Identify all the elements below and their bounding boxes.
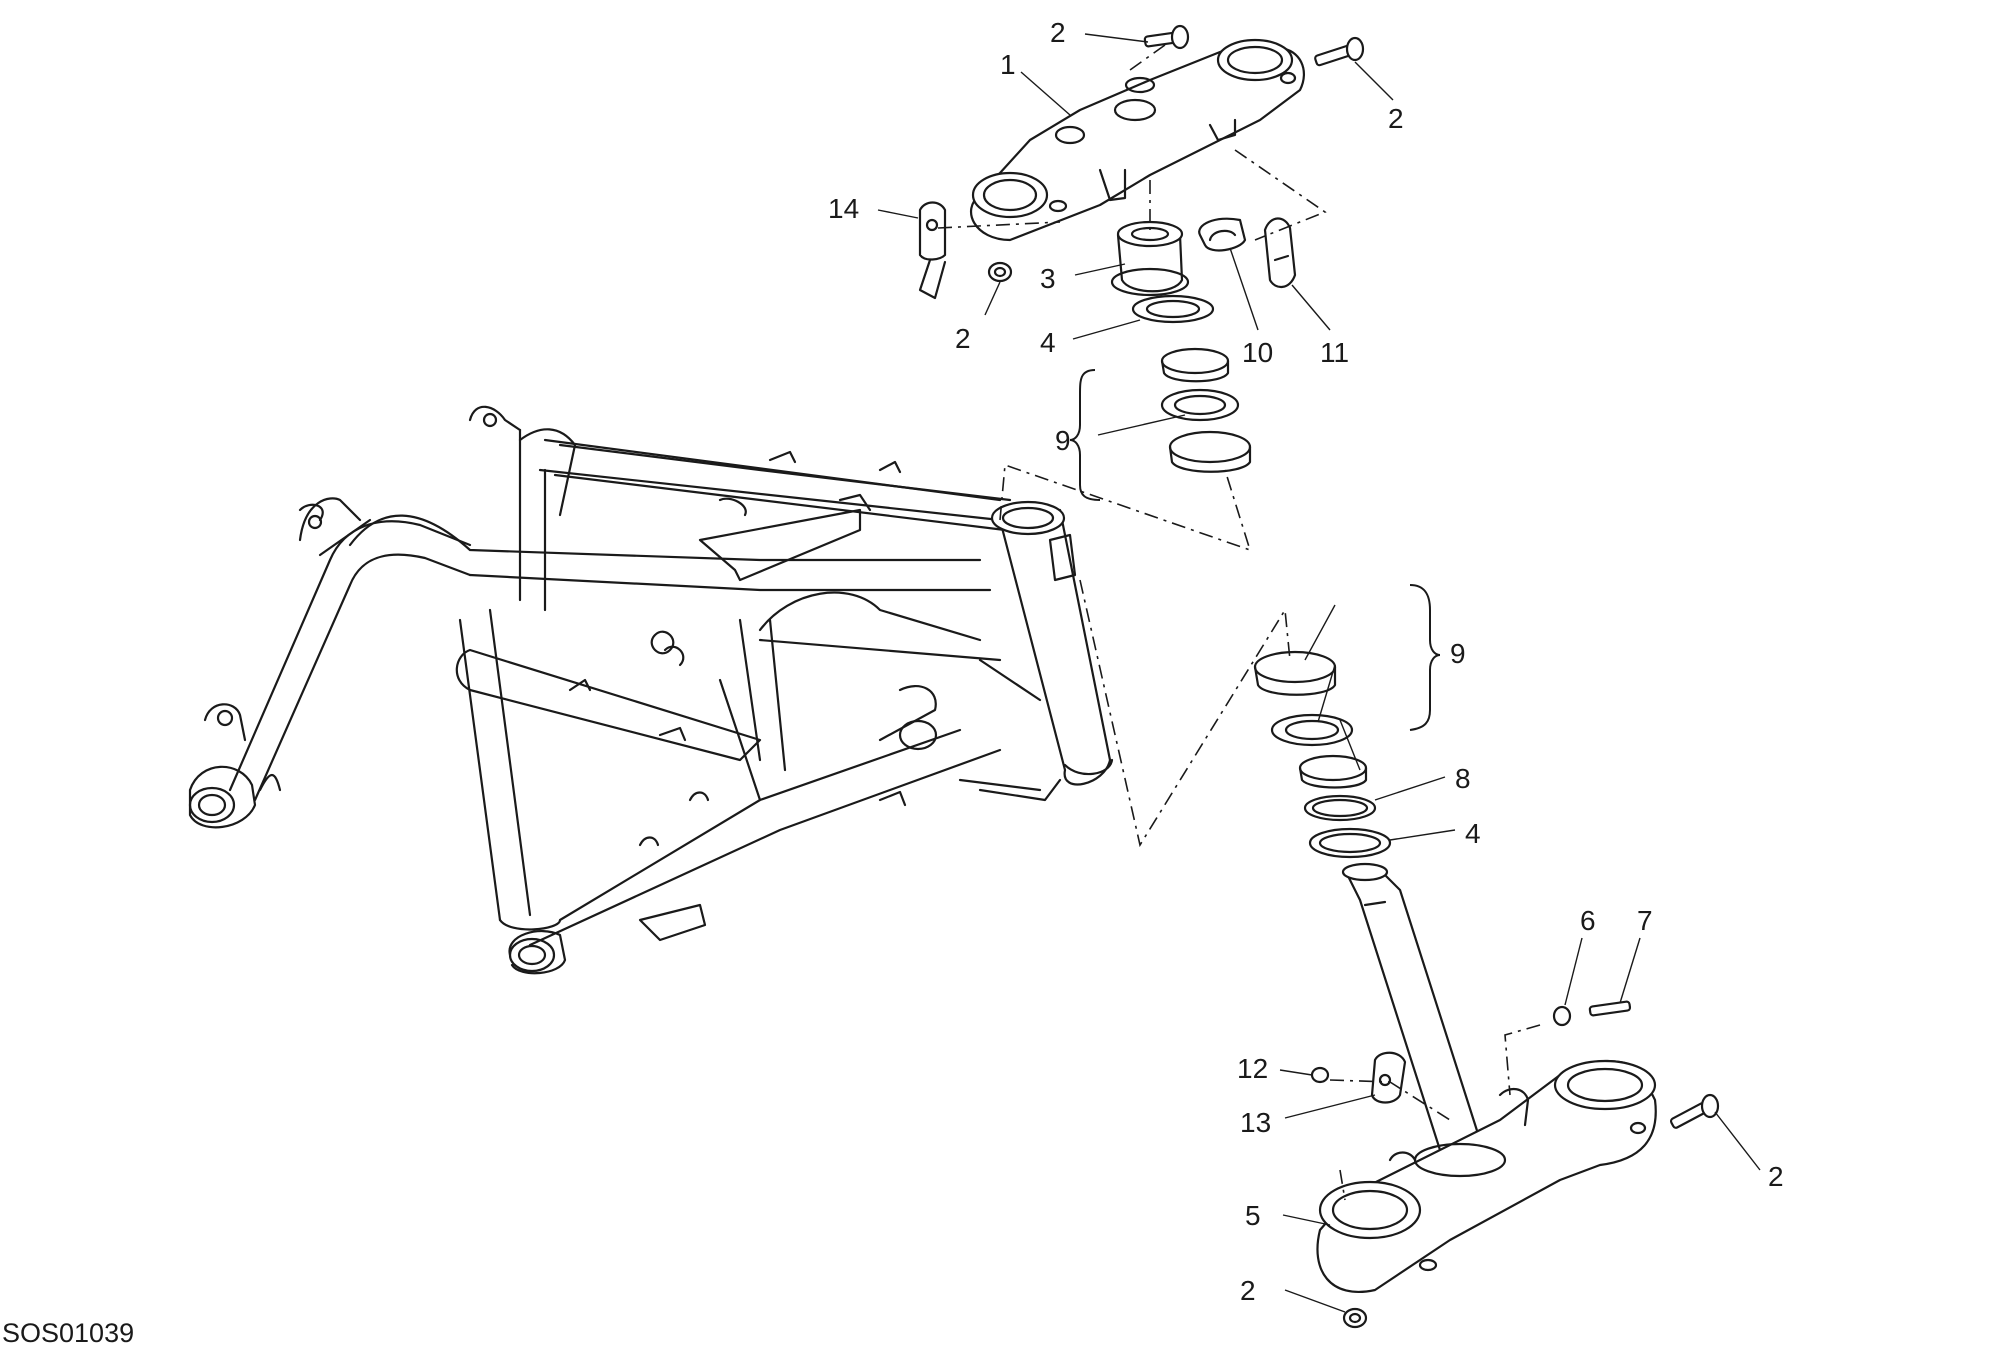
callout-2-top-right: 2 — [1388, 103, 1404, 134]
callout-leader-lines — [877, 33, 1761, 1313]
motorcycle-frame — [188, 405, 1114, 975]
callout-8: 8 — [1455, 763, 1471, 794]
callout-5: 5 — [1245, 1200, 1261, 1231]
callout-labels: 1 2 2 2 2 2 3 4 4 5 6 7 8 9 9 10 11 12 1… — [828, 17, 1784, 1306]
callout-12: 12 — [1237, 1053, 1268, 1084]
callout-9-upper: 9 — [1055, 425, 1071, 456]
drawing-code: SOS01039 — [2, 1318, 134, 1348]
callout-9-lower: 9 — [1450, 638, 1466, 669]
callout-2-right: 2 — [1768, 1161, 1784, 1192]
assembly-dashed-lines — [937, 44, 1541, 1201]
bolt-top-right — [1314, 36, 1365, 67]
upper-triple-clamp — [969, 38, 1305, 242]
brace-lower-bearing-group — [1409, 584, 1441, 731]
cable-bracket — [1263, 217, 1297, 288]
cable-clamp — [1370, 1051, 1407, 1104]
callout-2-bottom: 2 — [1240, 1275, 1256, 1306]
cable-grommet — [1198, 217, 1247, 252]
bolt-lower-left — [1342, 1307, 1368, 1329]
stud-screw — [1588, 1000, 1632, 1017]
bolt-lower-right — [1669, 1093, 1720, 1129]
callout-2-left: 2 — [955, 323, 971, 354]
callout-3: 3 — [1040, 263, 1056, 294]
bolt-left-small — [987, 261, 1013, 283]
lower-bearing-set — [1253, 650, 1368, 789]
callout-4-lower: 4 — [1465, 818, 1481, 849]
callout-2-top: 2 — [1050, 17, 1066, 48]
callout-13: 13 — [1240, 1107, 1271, 1138]
callout-1: 1 — [1000, 49, 1016, 80]
nut-small — [1310, 1066, 1330, 1084]
callout-11: 11 — [1320, 337, 1349, 368]
washer — [1552, 1005, 1572, 1027]
upper-bearing-set — [1160, 347, 1252, 473]
callout-14: 14 — [828, 193, 859, 224]
steering-head-nut — [1110, 220, 1190, 297]
lower-triple-clamp-with-stem — [1316, 862, 1657, 1293]
callout-10: 10 — [1242, 337, 1273, 368]
lower-seal-washer — [1308, 827, 1392, 859]
callout-6: 6 — [1580, 905, 1596, 936]
upper-seal-washer — [1131, 294, 1215, 324]
callout-4-upper: 4 — [1040, 327, 1056, 358]
key-tag-clip — [918, 201, 947, 300]
spacer-ring — [1303, 794, 1377, 822]
callout-7: 7 — [1637, 905, 1653, 936]
bolt-top-center — [1143, 24, 1190, 50]
brace-upper-bearing-group — [1069, 369, 1101, 501]
